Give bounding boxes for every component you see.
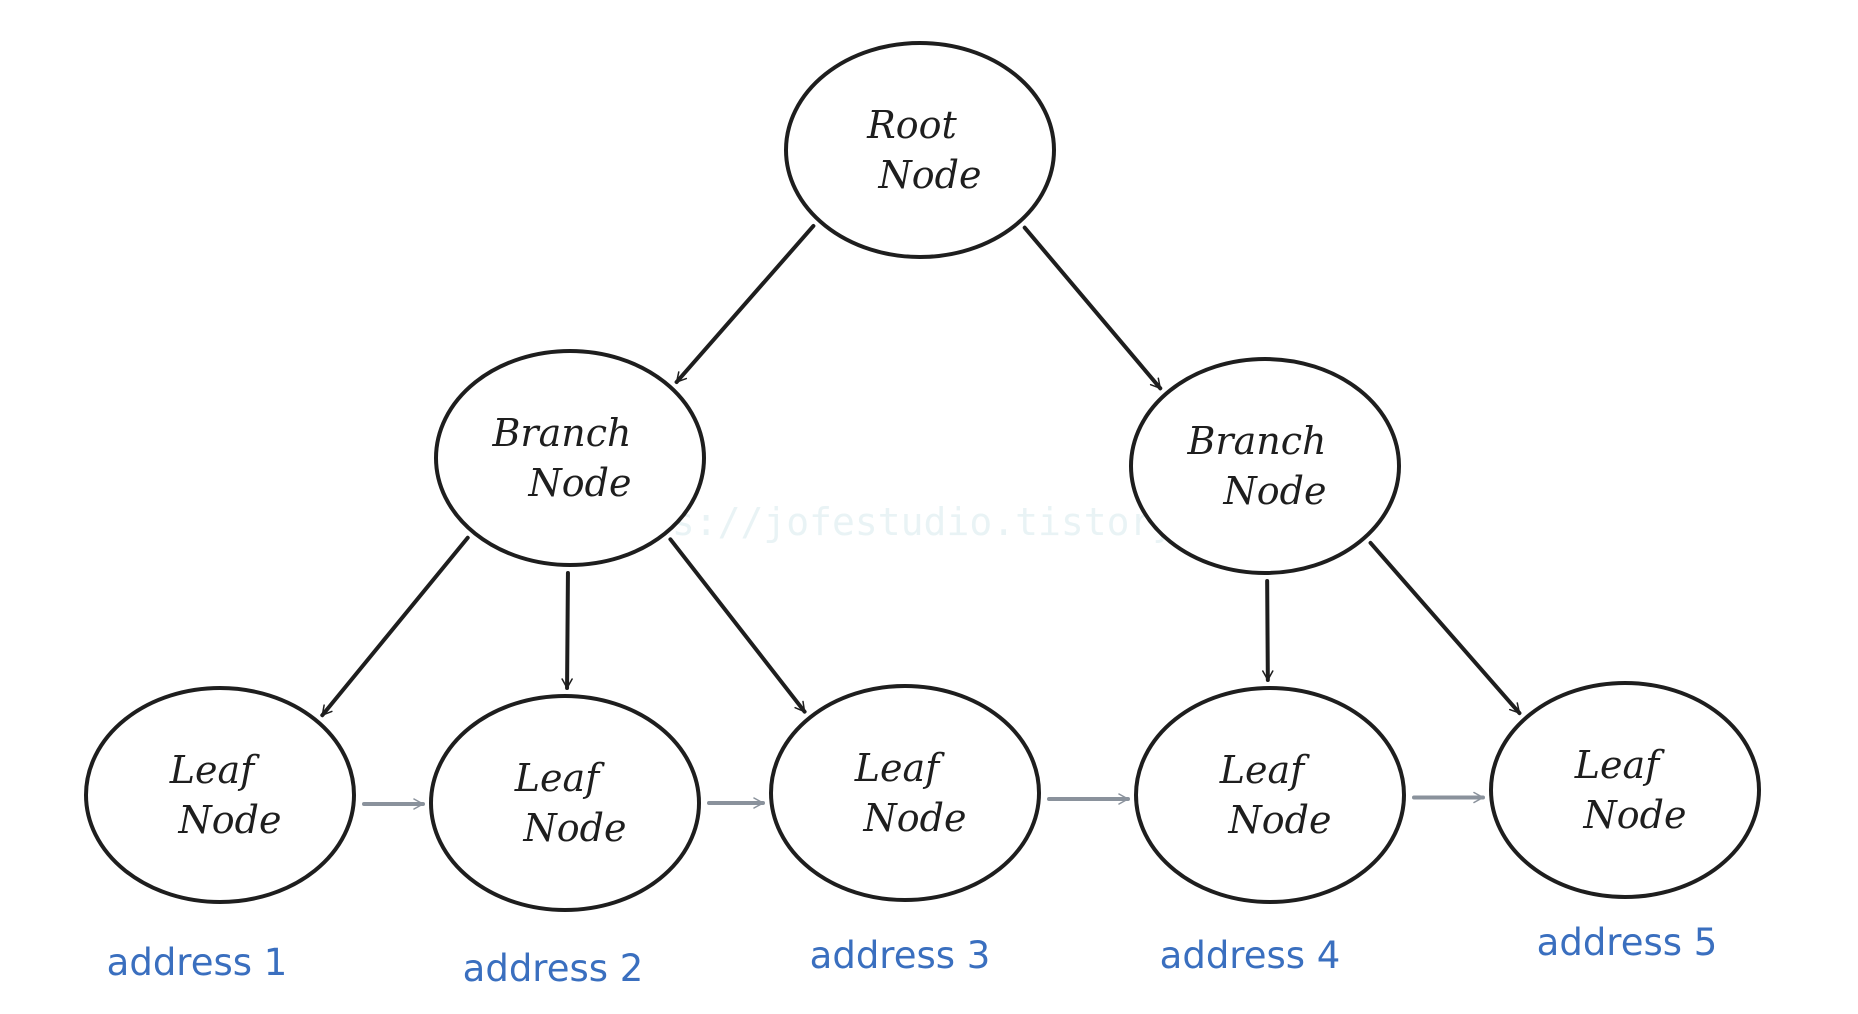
nodes-layer: RootNodeBranchNodeBranchNodeLeafNodeLeaf… [84, 41, 1761, 912]
node-label-line2: Node [1583, 793, 1687, 837]
node-label-line1: Leaf [1219, 748, 1310, 792]
node-circle [769, 684, 1041, 902]
node-label-line1: Branch [492, 411, 632, 455]
edge-branch-1-to-leaf-2 [561, 570, 573, 691]
edge-branch-2-to-leaf-4 [1262, 578, 1274, 683]
edge-root-to-branch-2 [1022, 225, 1163, 391]
edge-root-to-branch-1 [674, 223, 816, 385]
node-label-line2: Node [878, 153, 982, 197]
address-label: address 3 [810, 934, 991, 977]
node-label-line1: Leaf [514, 756, 605, 800]
addresses-layer: address 1 address 2 address 3 address 4 addr… [107, 921, 1718, 990]
node-circle [1129, 357, 1401, 575]
address-label: address 4 [1160, 934, 1341, 977]
node-circle [434, 349, 706, 567]
edge-branch-1-to-leaf-1 [320, 535, 470, 718]
address-label: address 2 [463, 947, 644, 990]
node-circle [1134, 686, 1406, 904]
edge-branch-2-to-leaf-5 [1368, 540, 1522, 716]
address-label: address 5 [1537, 921, 1718, 964]
node-circle [84, 686, 356, 904]
node-label-line2: Node [1223, 469, 1327, 513]
node-label-line1: Leaf [1574, 743, 1665, 787]
node-label-line2: Node [178, 798, 282, 842]
node-label-line2: Node [1228, 798, 1332, 842]
node-label-line1: Leaf [854, 746, 945, 790]
node-circle [429, 694, 701, 912]
node-label-line2: Node [863, 796, 967, 840]
node-circle [1489, 681, 1761, 899]
edge-branch-1-to-leaf-3 [668, 537, 807, 714]
leaf-links-layer [362, 791, 1485, 810]
node-label-line2: Node [523, 806, 627, 850]
node-label-line1: Leaf [169, 748, 260, 792]
node-circle [784, 41, 1056, 259]
node-label-line1: Root [866, 103, 957, 147]
node-label-line2: Node [528, 461, 632, 505]
node-label-line1: Branch [1187, 419, 1327, 463]
edges-layer [320, 223, 1522, 718]
address-label: address 1 [107, 941, 288, 984]
